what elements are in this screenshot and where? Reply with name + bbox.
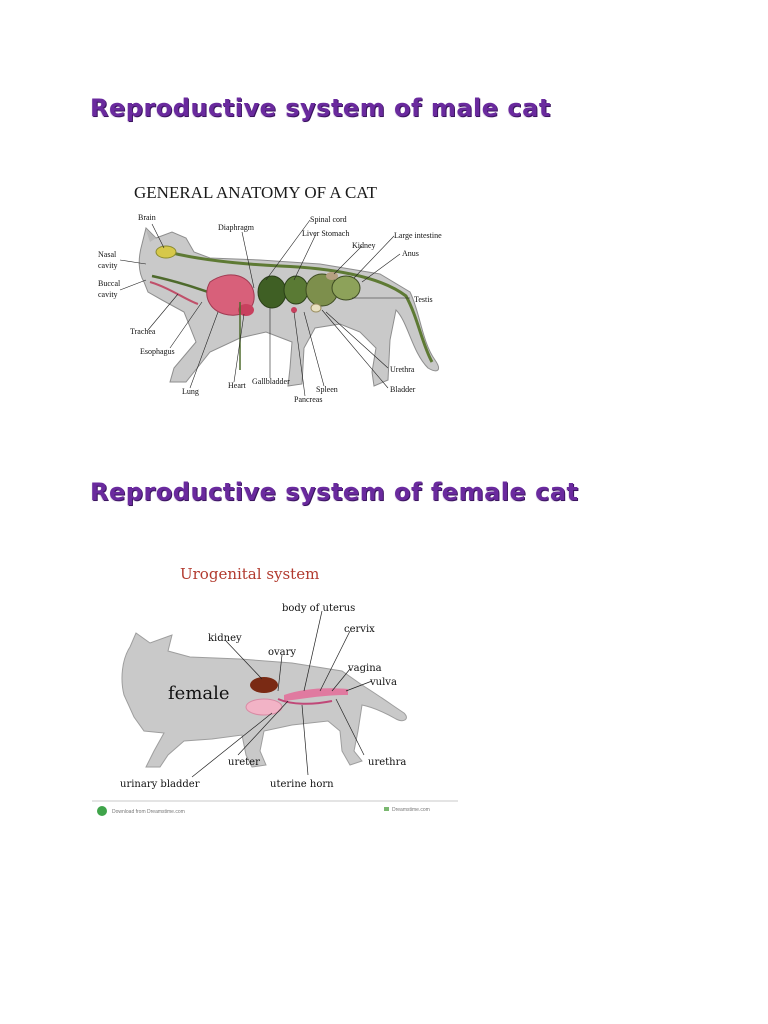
male-cat-anatomy-figure: GENERAL ANATOMY OF A CAT — [90, 172, 470, 412]
label-buccal-2: cavity — [98, 290, 118, 299]
label-urethra-female: urethra — [368, 757, 406, 768]
female-cat-urogenital-figure: Urogenital system female body of uterus … — [92, 555, 462, 823]
label-buccal-1: Buccal — [98, 279, 121, 288]
label-cervix: cervix — [344, 624, 375, 635]
label-spinal-cord: Spinal cord — [310, 215, 347, 224]
liver-shape — [258, 276, 286, 308]
footer-right-icon — [384, 807, 389, 811]
label-lung: Lung — [182, 387, 199, 396]
label-gallbladder: Gallbladder — [252, 377, 290, 386]
male-figure-title: GENERAL ANATOMY OF A CAT — [134, 183, 378, 202]
kidney-shape — [326, 272, 338, 280]
label-ureter: ureter — [228, 757, 260, 768]
label-body-of-uterus: body of uterus — [282, 603, 355, 614]
male-cat-silhouette — [139, 228, 438, 386]
label-bladder: Bladder — [390, 385, 416, 394]
label-pancreas: Pancreas — [294, 395, 322, 404]
large-intestine-shape — [332, 276, 360, 300]
label-urinary-bladder: urinary bladder — [120, 779, 200, 790]
label-urethra: Urethra — [390, 365, 415, 374]
label-testis: Testis — [414, 295, 433, 304]
female-figure-title: Urogenital system — [180, 565, 319, 583]
brain-shape — [156, 246, 176, 258]
female-cat-diagram: Urogenital system female body of uterus … — [92, 555, 462, 823]
label-vulva: vulva — [369, 677, 397, 688]
label-nasal-2: cavity — [98, 261, 118, 270]
label-ovary: ovary — [268, 647, 296, 658]
label-kidney: Kidney — [352, 241, 376, 250]
label-spleen: Spleen — [316, 385, 338, 394]
bladder-shape — [311, 304, 321, 312]
label-anus: Anus — [402, 249, 419, 258]
footer-left-text: Download from Dreamstime.com — [112, 809, 185, 815]
label-vagina: vagina — [347, 663, 382, 674]
footer-right-text: Dreamstime.com — [392, 807, 430, 813]
label-diaphragm: Diaphragm — [218, 223, 255, 232]
stomach-shape — [284, 276, 308, 304]
label-kidney-female: kidney — [208, 633, 242, 644]
label-brain: Brain — [138, 213, 156, 222]
label-uterine-horn: uterine horn — [270, 779, 334, 790]
label-esophagus: Esophagus — [140, 347, 175, 356]
dreamstime-logo-icon — [97, 806, 107, 816]
heading-male-reproductive: Reproductive system of male cat — [90, 96, 551, 120]
label-liver-stomach: Liver Stomach — [302, 229, 349, 238]
kidney-organ — [250, 677, 278, 693]
urinary-bladder-organ — [246, 699, 282, 715]
label-large-intestine: Large intestine — [394, 231, 442, 240]
label-nasal-1: Nasal — [98, 250, 117, 259]
male-cat-diagram: GENERAL ANATOMY OF A CAT — [90, 172, 470, 412]
label-heart: Heart — [228, 381, 247, 390]
label-trachea: Trachea — [130, 327, 156, 336]
heading-female-reproductive: Reproductive system of female cat — [90, 480, 579, 504]
female-word: female — [168, 683, 230, 704]
